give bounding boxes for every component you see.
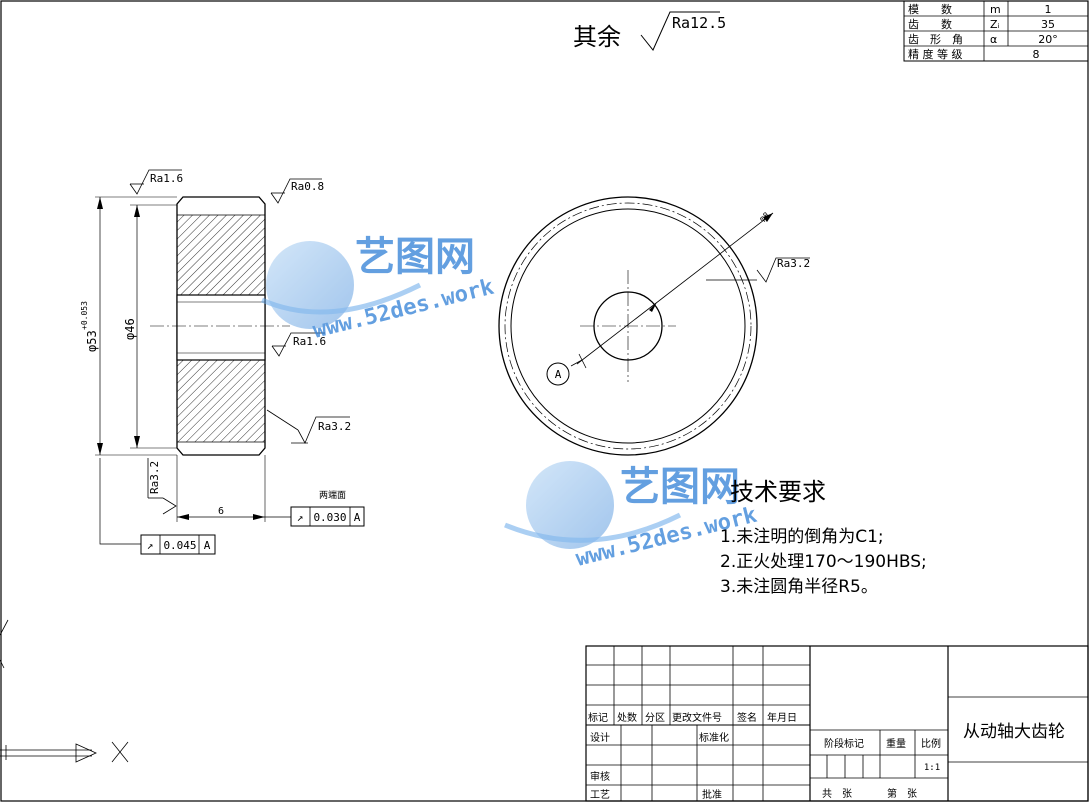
gear-param-table: 模 数 m 1 齿 数 Zᵢ 35 齿 形 角 α 20° 精 度 等 级 8 xyxy=(903,0,1089,62)
hatch-lower xyxy=(177,360,265,442)
general-roughness: 其余 Ra12.5 xyxy=(573,11,726,51)
roughness-bottom-left: Ra3.2 xyxy=(148,461,161,494)
runout-datum-right: A xyxy=(354,511,361,524)
runout-datum-left: A xyxy=(204,539,211,552)
part-outline xyxy=(176,196,266,456)
tb-role-approve: 批准 xyxy=(702,788,722,801)
pitch-circle xyxy=(504,202,752,450)
hatch-upper xyxy=(177,215,265,295)
tb-stage: 阶段标记 xyxy=(824,737,864,750)
runout-icon: ↗ xyxy=(147,539,154,552)
tb-role-design: 设计 xyxy=(590,731,610,744)
watermark-brand: 艺图网 xyxy=(620,464,740,510)
roughness-symbol-icon xyxy=(640,11,720,51)
general-roughness-value: Ra12.5 xyxy=(672,14,726,32)
roughness-symbol-icon xyxy=(297,416,350,444)
watermark-brand: 艺图网 xyxy=(355,234,475,280)
watermark-upper: 艺图网 www.52des.work xyxy=(260,234,496,344)
dim-outer-tolerance: +0.053 xyxy=(80,301,89,330)
param-name: 齿 数 xyxy=(908,18,952,31)
datum-circle xyxy=(546,362,570,386)
leader-label: φ8 xyxy=(758,210,771,223)
title-block-text: 标记 处数 分区 更改文件号 签名 年月日 设计 标准化 审核 工艺 批准 阶段… xyxy=(588,711,1065,801)
roughness-symbol-icon xyxy=(270,178,322,204)
end-faces-label: 两端面 xyxy=(319,489,346,501)
param-symbol: m xyxy=(990,3,1001,16)
tb-scale-label: 比例 xyxy=(921,737,941,750)
tb-role-review: 审核 xyxy=(590,770,610,783)
tb-header: 更改文件号 xyxy=(672,711,722,724)
param-name: 精 度 等 级 xyxy=(908,47,963,61)
tb-header: 标记 xyxy=(588,712,608,724)
tech-requirement-item: 2.正火处理170～190HBS; xyxy=(720,552,927,572)
general-roughness-prefix: 其余 xyxy=(573,23,621,51)
edge-marks xyxy=(0,619,129,763)
title-block xyxy=(585,645,1089,802)
param-value: 1 xyxy=(1045,3,1052,16)
front-roughness: Ra3.2 xyxy=(777,257,810,270)
param-value: 35 xyxy=(1041,18,1055,31)
tb-header: 处数 xyxy=(617,711,637,724)
tb-header: 分区 xyxy=(645,712,665,724)
tb-sheet-no: 第 张 xyxy=(887,787,917,800)
roughness-symbol-icon xyxy=(162,497,177,515)
runout-frame-right xyxy=(290,506,365,527)
datum-label: A xyxy=(555,368,562,381)
roughness-symbol-icon xyxy=(129,169,182,195)
tech-requirements: 技术要求 1.未注明的倒角为C1; 2.正火处理170～190HBS; 3.未注… xyxy=(720,478,927,597)
roughness-bore: Ra1.6 xyxy=(293,335,326,348)
tb-header: 年月日 xyxy=(767,711,797,724)
tb-sheet-total: 共 张 xyxy=(822,788,852,800)
roughness-face: Ra3.2 xyxy=(318,420,351,433)
tb-scale-value: 1:1 xyxy=(924,763,940,773)
tb-header: 签名 xyxy=(737,711,757,724)
param-name: 模 数 xyxy=(908,3,952,16)
section-view: φ53 +0.053 φ46 6 Ra1.6 Ra0.8 Ra1.6 Ra3.2 xyxy=(80,169,365,555)
roughness-top-right: Ra0.8 xyxy=(291,180,324,193)
tech-requirement-item: 3.未注圆角半径R5。 xyxy=(720,577,878,597)
param-symbol: Zᵢ xyxy=(990,18,1000,31)
bore-outline xyxy=(176,294,266,361)
leader-line xyxy=(576,212,774,365)
runout-value-right: 0.030 xyxy=(313,511,346,524)
runout-frame-left xyxy=(140,534,216,555)
tb-weight: 重量 xyxy=(886,737,906,750)
root-circle xyxy=(510,208,746,444)
dim-bore-diameter: φ46 xyxy=(123,318,137,340)
tech-requirements-title: 技术要求 xyxy=(730,478,826,506)
param-value: 8 xyxy=(1033,48,1040,61)
runout-icon: ↗ xyxy=(297,511,304,524)
param-symbol: α xyxy=(990,33,997,46)
param-name: 齿 形 角 xyxy=(908,33,963,46)
dim-width: 6 xyxy=(218,506,224,517)
roughness-symbol-icon xyxy=(756,257,810,283)
runout-value-left: 0.045 xyxy=(163,539,196,552)
outer-circle xyxy=(498,196,758,456)
tb-role-standard: 标准化 xyxy=(699,731,729,744)
param-value: 20° xyxy=(1038,33,1058,46)
roughness-top-left: Ra1.6 xyxy=(150,172,183,185)
tb-role-craft: 工艺 xyxy=(590,789,610,801)
globe-icon xyxy=(526,461,614,549)
front-view: φ8 A Ra3.2 xyxy=(498,196,810,456)
tb-part-name: 从动轴大齿轮 xyxy=(963,722,1065,742)
roughness-symbol-icon xyxy=(271,332,325,357)
dim-outer-diameter: φ53 xyxy=(85,330,99,352)
tech-requirement-item: 1.未注明的倒角为C1; xyxy=(720,527,884,547)
